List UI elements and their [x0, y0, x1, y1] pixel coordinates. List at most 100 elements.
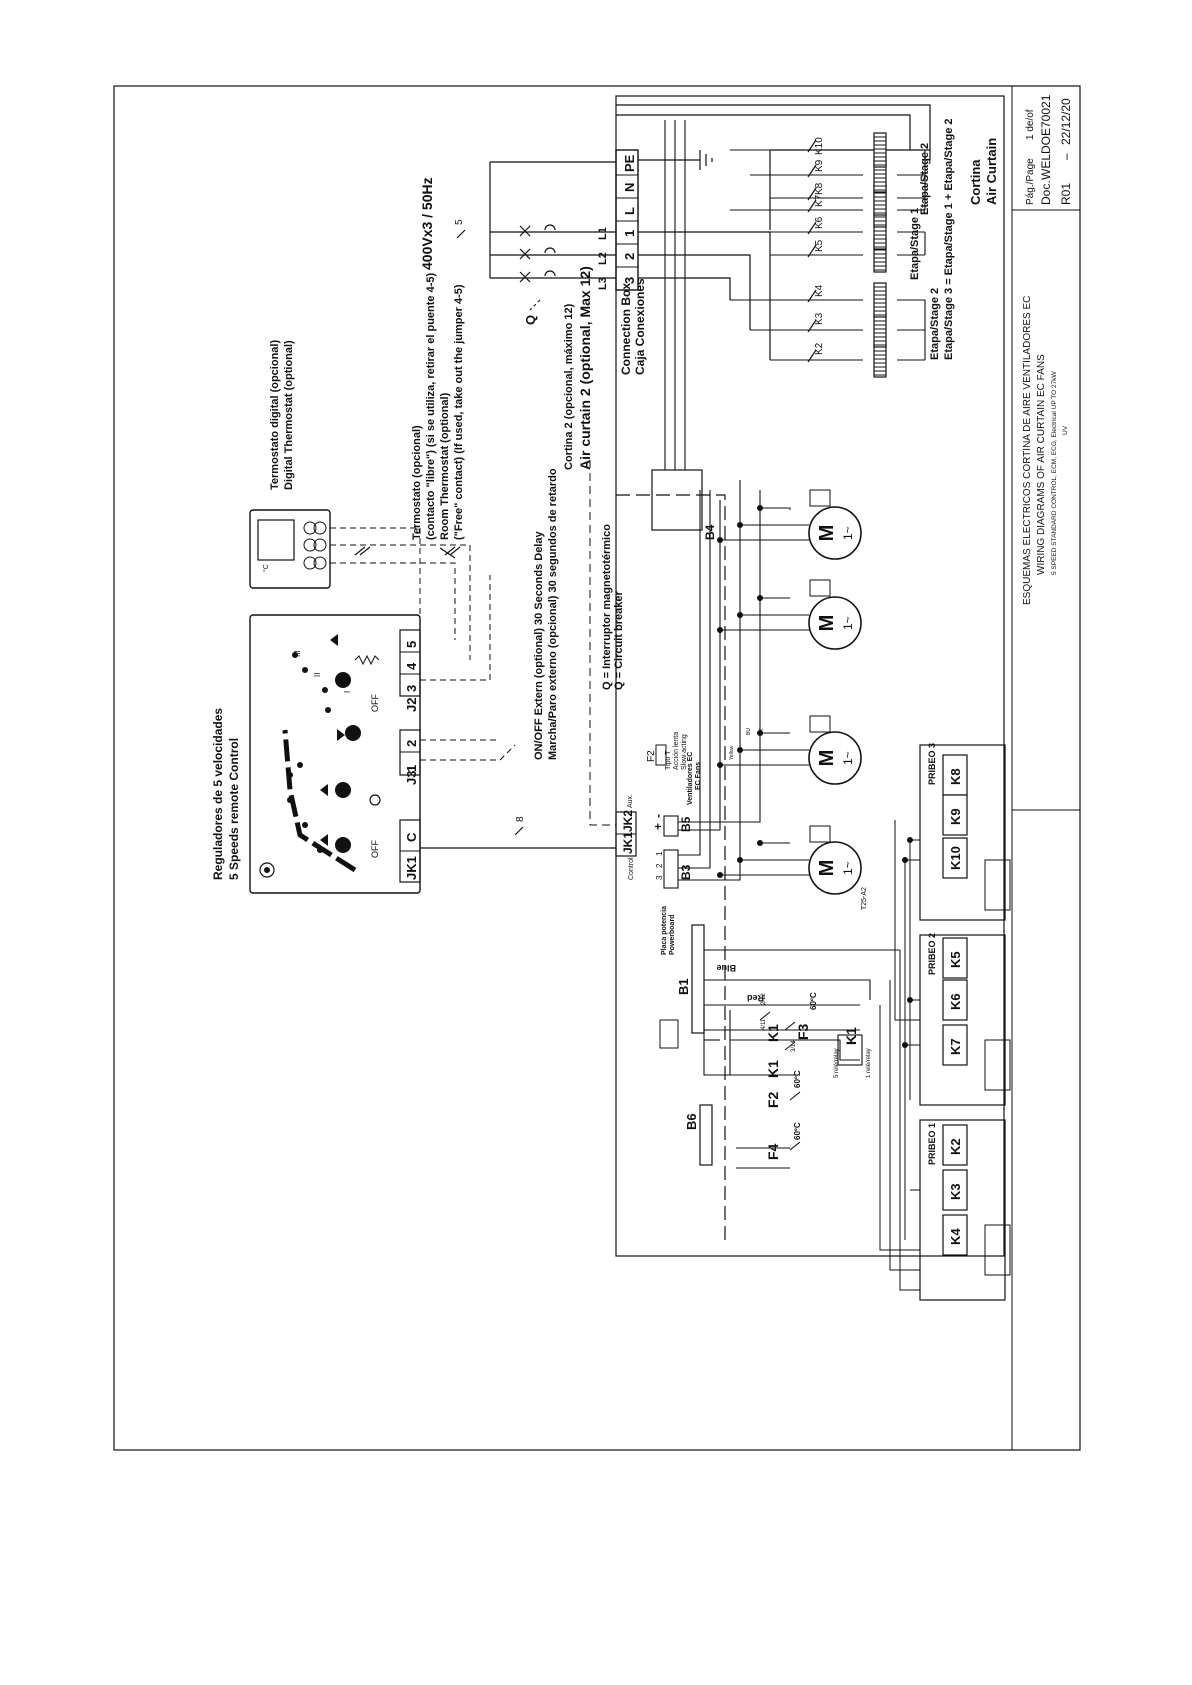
svg-text:I: I: [343, 691, 352, 693]
sheet-frame: [113, 85, 1081, 1451]
fan-icon: [369, 794, 381, 806]
svg-text:L1: L1: [597, 227, 609, 240]
breaker-q-label: Q: [523, 315, 538, 325]
q-label-en: Q = Circuit breaker: [613, 591, 625, 690]
heat-knob: [335, 672, 351, 688]
svg-text:1 relé/relay: 1 relé/relay: [866, 1048, 872, 1078]
svg-text:Red: Red: [747, 993, 764, 1003]
jk1-label: JK1: [404, 856, 419, 880]
svg-text:K3: K3: [814, 312, 825, 325]
svg-text:2: 2: [655, 863, 664, 868]
svg-text:Tipo T: Tipo T: [665, 750, 672, 770]
stage-1-label: Etapa/Stage 1: [909, 208, 921, 280]
revision-date: 22/12/20: [1059, 98, 1073, 145]
svg-text:("Free" contact) (If used, tak: ("Free" contact) (If used, take out the …: [453, 284, 465, 540]
svg-text:K8: K8: [814, 182, 825, 195]
room-thermostat-es: Termostato (opcional): [411, 425, 423, 540]
svg-text:5 relé/relay: 5 relé/relay: [834, 1048, 840, 1078]
cortina-label: Cortina: [968, 159, 983, 205]
svg-text:Ventiladores EC: Ventiladores EC: [687, 752, 694, 805]
svg-text:K7: K7: [814, 194, 825, 207]
stage-2b-label: Etapa/Stage 2: [919, 143, 931, 215]
revision: R01: [1059, 183, 1073, 205]
b4-connector: [651, 469, 703, 531]
svg-text:K10: K10: [814, 137, 825, 155]
terminal-block: PE N L 1 2 3: [615, 149, 639, 291]
svg-text:L: L: [622, 207, 637, 215]
stage-2-label: Etapa/Stage 2: [929, 288, 941, 360]
thermostat-button-1: [303, 521, 317, 535]
svg-text:K10: K10: [948, 846, 963, 870]
b5-connector: [663, 815, 679, 837]
fan-motor-3: 1~: [808, 731, 862, 785]
remote-control: OFF OFF I II III JK1 C J3 1 2 J2 3 4 5: [249, 614, 421, 894]
earth-icon: [638, 150, 713, 170]
room-thermostat-en: Room Thermostat (optional): [439, 392, 451, 540]
svg-text:K4: K4: [948, 1228, 963, 1245]
svg-text:+: +: [651, 823, 665, 830]
title-en: WIRING DIAGRAMS OF AIR CURTAIN EC FANS: [1036, 354, 1047, 575]
air-curtain-label: Air Curtain: [984, 138, 999, 205]
b3-connector: [663, 849, 679, 889]
svg-text:K6: K6: [948, 993, 963, 1010]
f4-label: F4: [765, 1143, 781, 1160]
svg-text:1~: 1~: [841, 526, 855, 540]
onoff-wiring: [420, 739, 516, 761]
svg-text:1~: 1~: [841, 861, 855, 875]
resistor-icon: [354, 654, 380, 666]
j3-label: J3: [404, 771, 419, 785]
onoff-en: ON/OFF Extern (optional) 30 Seconds Dela…: [533, 531, 545, 760]
svg-text:K2: K2: [814, 342, 825, 355]
svg-text:N: N: [622, 183, 637, 192]
svg-text:1: 1: [622, 230, 637, 237]
svg-text:2: 2: [622, 253, 637, 260]
digital-thermostat-es: Termostato digital (opcional): [269, 340, 281, 490]
svg-text:K8: K8: [948, 768, 963, 785]
connection-box-es: Caja Conexiones: [633, 278, 647, 375]
svg-text:II: II: [313, 673, 322, 677]
doc-number: WELDOE70021: [1039, 94, 1053, 180]
svg-text:K3: K3: [948, 1183, 963, 1200]
svg-text:K1: K1: [843, 1027, 859, 1045]
title-es: ESQUEMAS ELECTRICOS CORTINA DE AIRE VENT…: [1022, 296, 1033, 605]
svg-text:5: 5: [454, 219, 465, 225]
title-block: Pág./Page 1 de/of Doc. WELDOE70021 R01 –…: [1022, 94, 1073, 605]
page-value: 1 de/of: [1025, 109, 1036, 140]
svg-text:5: 5: [404, 641, 419, 648]
svg-text:Placa potencia: Placa potencia: [661, 906, 668, 955]
page-label: Pág./Page: [1025, 158, 1036, 205]
svg-text:K9: K9: [814, 159, 825, 172]
pribeo-3: PRIBEO 3 K8 K9 K10: [919, 743, 1011, 921]
svg-text:(contacto "libre") (si se util: (contacto "libre") (si se utiliza, retir…: [425, 273, 437, 540]
b6-label: B6: [684, 1113, 699, 1130]
svg-text:K5: K5: [814, 239, 825, 252]
curtain2-es: Cortina 2 (opcional, máximo 12): [563, 303, 575, 470]
supply-lines: [489, 161, 616, 279]
pribeo-1: PRIBEO 1 K2 K3 K4: [919, 1119, 1011, 1301]
svg-text:–: –: [1059, 153, 1073, 160]
svg-text:Control: Control: [628, 857, 635, 880]
doc-label: Doc.: [1039, 180, 1053, 205]
q-label-es: Q = Interruptor magnetotérmico: [601, 524, 613, 690]
svg-text:1~: 1~: [841, 616, 855, 630]
b1-connector: [691, 924, 705, 1034]
room-thermostat-contact: [439, 547, 456, 559]
remote-title-es: Reguladores de 5 velocidades: [211, 708, 225, 880]
svg-text:PRIBEO 1: PRIBEO 1: [927, 1123, 937, 1165]
svg-text:K5: K5: [948, 951, 963, 968]
f3-label: F3: [795, 1023, 811, 1040]
svg-text:Yellow: Yellow: [729, 745, 735, 760]
onoff-es: Marcha/Paro externo (opcional) 30 segund…: [547, 468, 559, 760]
svg-text:-: -: [651, 814, 665, 818]
remote-title-en: 5 Speeds remote Control: [227, 738, 241, 880]
pribeo-2: PRIBEO 2 K5 K6 K7: [919, 933, 1011, 1106]
svg-text:3: 3: [622, 277, 637, 284]
svg-text:III: III: [293, 650, 302, 657]
svg-text:C: C: [404, 832, 419, 842]
svg-text:K9: K9: [948, 808, 963, 825]
svg-text:K1: K1: [765, 1024, 781, 1042]
fan-motor-2: 1~: [808, 596, 862, 650]
ec-fan-motors: 1~ 1~ 1~ 1~: [808, 506, 862, 895]
circuit-breaker-q: [519, 224, 556, 311]
